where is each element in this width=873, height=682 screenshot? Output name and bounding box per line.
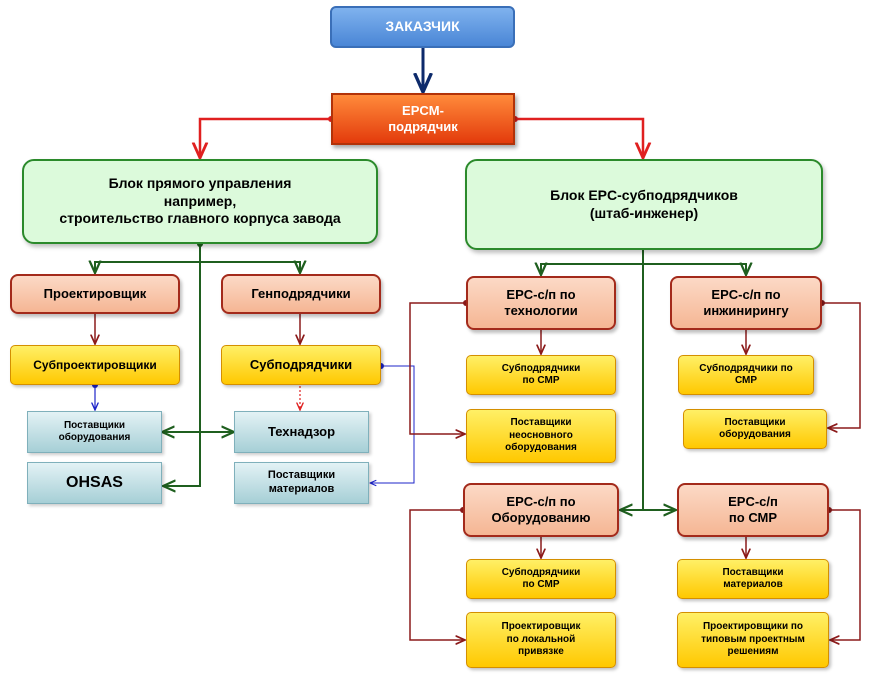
connector-line-21	[643, 264, 746, 275]
epc-eng-suppliers-node: Поставщики оборудования	[683, 409, 827, 449]
connector-line-17	[370, 365, 415, 483]
connector-line-25	[409, 302, 466, 434]
epc-cmr-suppliers-node: Поставщики материалов	[677, 559, 829, 599]
epc-equipment-node: EPC-с/п по Оборудованию	[463, 483, 619, 537]
epcm-contractor-node: EPCM- подрядчик	[331, 93, 515, 145]
epc-cmr-node: EPC-с/п по СМР	[677, 483, 829, 537]
epc-equip-designer-node: Проектировщик по локальной привязке	[466, 612, 616, 668]
equipment-suppliers-node: Поставщики оборудования	[27, 411, 162, 453]
connector-line-34	[829, 509, 861, 640]
connector-line-8	[200, 262, 300, 273]
direct-management-block: Блок прямого управления например, строит…	[22, 159, 378, 244]
connector-line-2	[200, 117, 331, 158]
epc-equip-subcontractors-node: Субподрядчики по СМР	[466, 559, 616, 599]
subdesigners-node: Субпроектировщики	[10, 345, 180, 385]
epc-tech-subcontractors-node: Субподрядчики по СМР	[466, 355, 616, 395]
ohsas-node: OHSAS	[27, 462, 162, 504]
connector-line-7	[95, 262, 200, 273]
tech-supervision-node: Технадзор	[234, 411, 369, 453]
epc-cmr-designers-node: Проектировщики по типовым проектным реше…	[677, 612, 829, 668]
connector-line-31	[409, 509, 465, 640]
epc-eng-subcontractors-node: Субподрядчики по СМР	[678, 355, 814, 395]
connector-line-28	[822, 302, 861, 428]
connector-line-3	[515, 117, 643, 158]
connector-line-20	[541, 264, 643, 275]
material-suppliers-node: Поставщики материалов	[234, 462, 369, 504]
epc-engineering-node: EPC-с/п по инжинирингу	[670, 276, 822, 330]
epc-tech-suppliers-node: Поставщики неосновного оборудования	[466, 409, 616, 463]
subcontractors-node: Субподрядчики	[221, 345, 381, 385]
epc-technology-node: EPC-с/п по технологии	[466, 276, 616, 330]
epc-subcontractors-block: Блок EPC-субподрядчиков (штаб-инженер)	[465, 159, 823, 250]
general-contractors-node: Генподрядчики	[221, 274, 381, 314]
designer-node: Проектировщик	[10, 274, 180, 314]
connector-line-6	[163, 244, 201, 486]
customer-node: ЗАКАЗЧИК	[330, 6, 515, 48]
